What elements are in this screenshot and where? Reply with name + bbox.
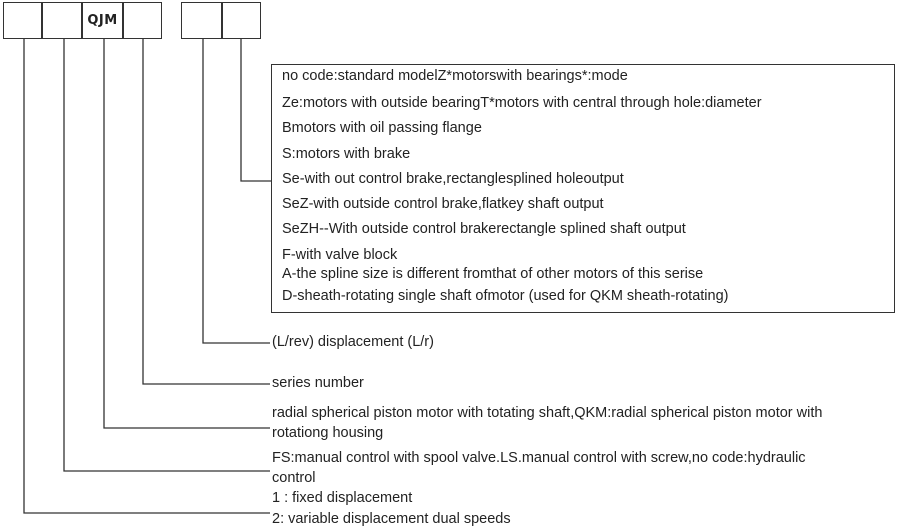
option-line: A-the spline size is different fromthat … xyxy=(282,266,704,282)
connector-series xyxy=(142,39,270,385)
option-line: SeZH--With outside control brakerectangl… xyxy=(282,221,686,237)
code-box-2 xyxy=(41,2,83,39)
code-box-6 xyxy=(221,2,261,39)
code-box-5 xyxy=(181,2,223,39)
shaft-type-label: radial spherical piston motor with totat… xyxy=(272,405,823,441)
option-line: D-sheath-rotating single shaft ofmotor (… xyxy=(282,288,729,304)
option-line: F-with valve block xyxy=(282,247,398,263)
code-box-4 xyxy=(122,2,162,39)
option-line: SeZ-with outside control brake,flatkey s… xyxy=(282,196,604,212)
code-box-3-qjm: QJM xyxy=(81,2,124,39)
variable-displacement-label: 2: variable displacement dual speeds xyxy=(272,511,511,527)
option-line: no code:standard modelZ*motorswith beari… xyxy=(282,68,628,84)
code-box-1 xyxy=(3,2,43,39)
connector-options xyxy=(240,39,271,182)
options-box: no code:standard modelZ*motorswith beari… xyxy=(271,64,895,313)
series-number-label: series number xyxy=(272,375,364,391)
connector-control xyxy=(63,39,270,472)
option-line: S:motors with brake xyxy=(282,146,411,162)
connector-displacement xyxy=(202,39,270,344)
option-line: Se-with out control brake,rectanglesplin… xyxy=(282,171,624,187)
control-type-label: FS:manual control with spool valve.LS.ma… xyxy=(272,450,806,486)
option-line: Ze:motors with outside bearingT*motors w… xyxy=(282,95,762,111)
displacement-label: (L/rev) displacement (L/r) xyxy=(272,334,434,350)
fixed-displacement-label: 1 : fixed displacement xyxy=(272,490,413,506)
connector-displacement-type xyxy=(23,39,270,514)
connector-shaft xyxy=(103,39,270,429)
option-line: Bmotors with oil passing flange xyxy=(282,120,482,136)
